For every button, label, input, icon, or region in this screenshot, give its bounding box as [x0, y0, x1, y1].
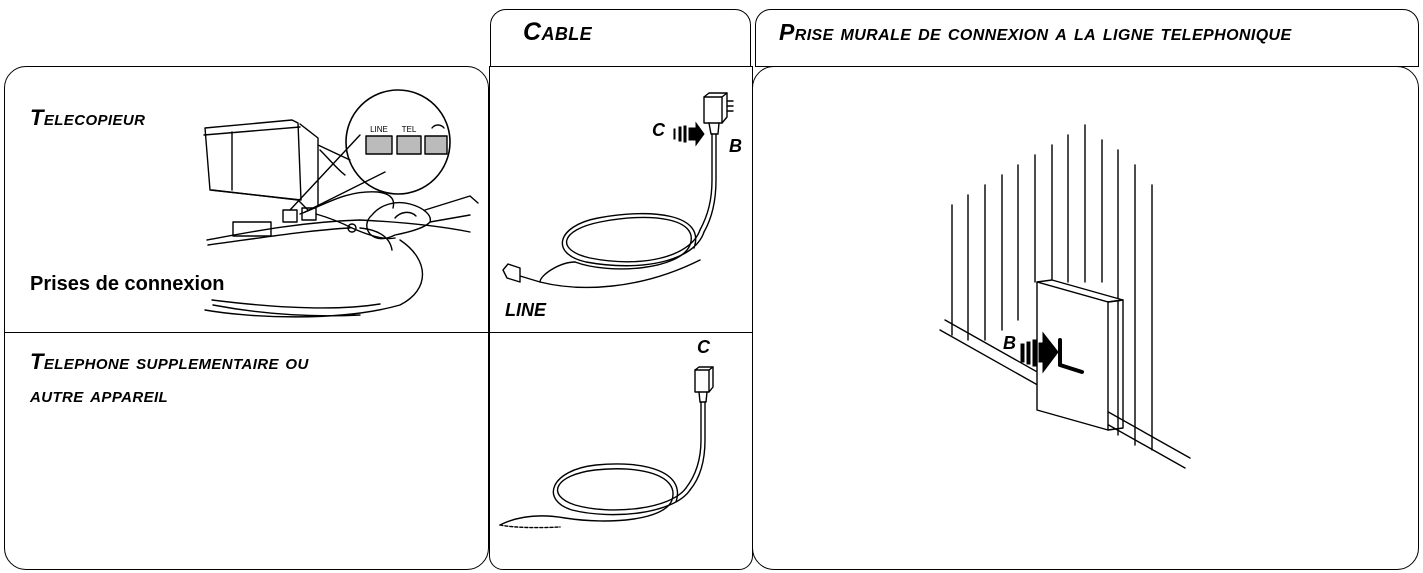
- port-zoom-circle: [345, 89, 451, 195]
- cable-with-adaptor-illustration: [502, 92, 734, 289]
- cable-panel: [489, 66, 753, 570]
- extension-cable-illustration: [499, 366, 714, 529]
- arrow-c-top: [673, 121, 705, 147]
- fax-machine-illustration: [203, 119, 479, 318]
- port-label-line: LINE: [370, 125, 388, 134]
- wall-label-b: B: [1003, 333, 1016, 353]
- cable-header-title: Cable: [523, 18, 593, 46]
- port-label-tel: TEL: [402, 125, 417, 134]
- cable-header-tab: [490, 9, 751, 67]
- cable-label-c-top: C: [652, 120, 665, 140]
- connections-label: Prises de connexion: [30, 273, 225, 295]
- other-device-title: autre appareil: [30, 382, 169, 407]
- cable-label-c-bottom: C: [697, 337, 710, 357]
- fax-title: Telecopieur: [30, 105, 146, 130]
- row-divider: [5, 332, 752, 333]
- cable-label-line: LINE: [505, 300, 547, 320]
- arrow-b-wall: [1020, 331, 1059, 374]
- wall-socket-illustration: [939, 124, 1191, 469]
- wall-socket-header-tab: [755, 9, 1419, 67]
- cable-label-b: B: [729, 136, 742, 156]
- wall-socket-header-title: Prise murale de connexion a la ligne tel…: [779, 19, 1292, 45]
- extra-phone-title: Telephone supplementaire ou: [30, 349, 309, 374]
